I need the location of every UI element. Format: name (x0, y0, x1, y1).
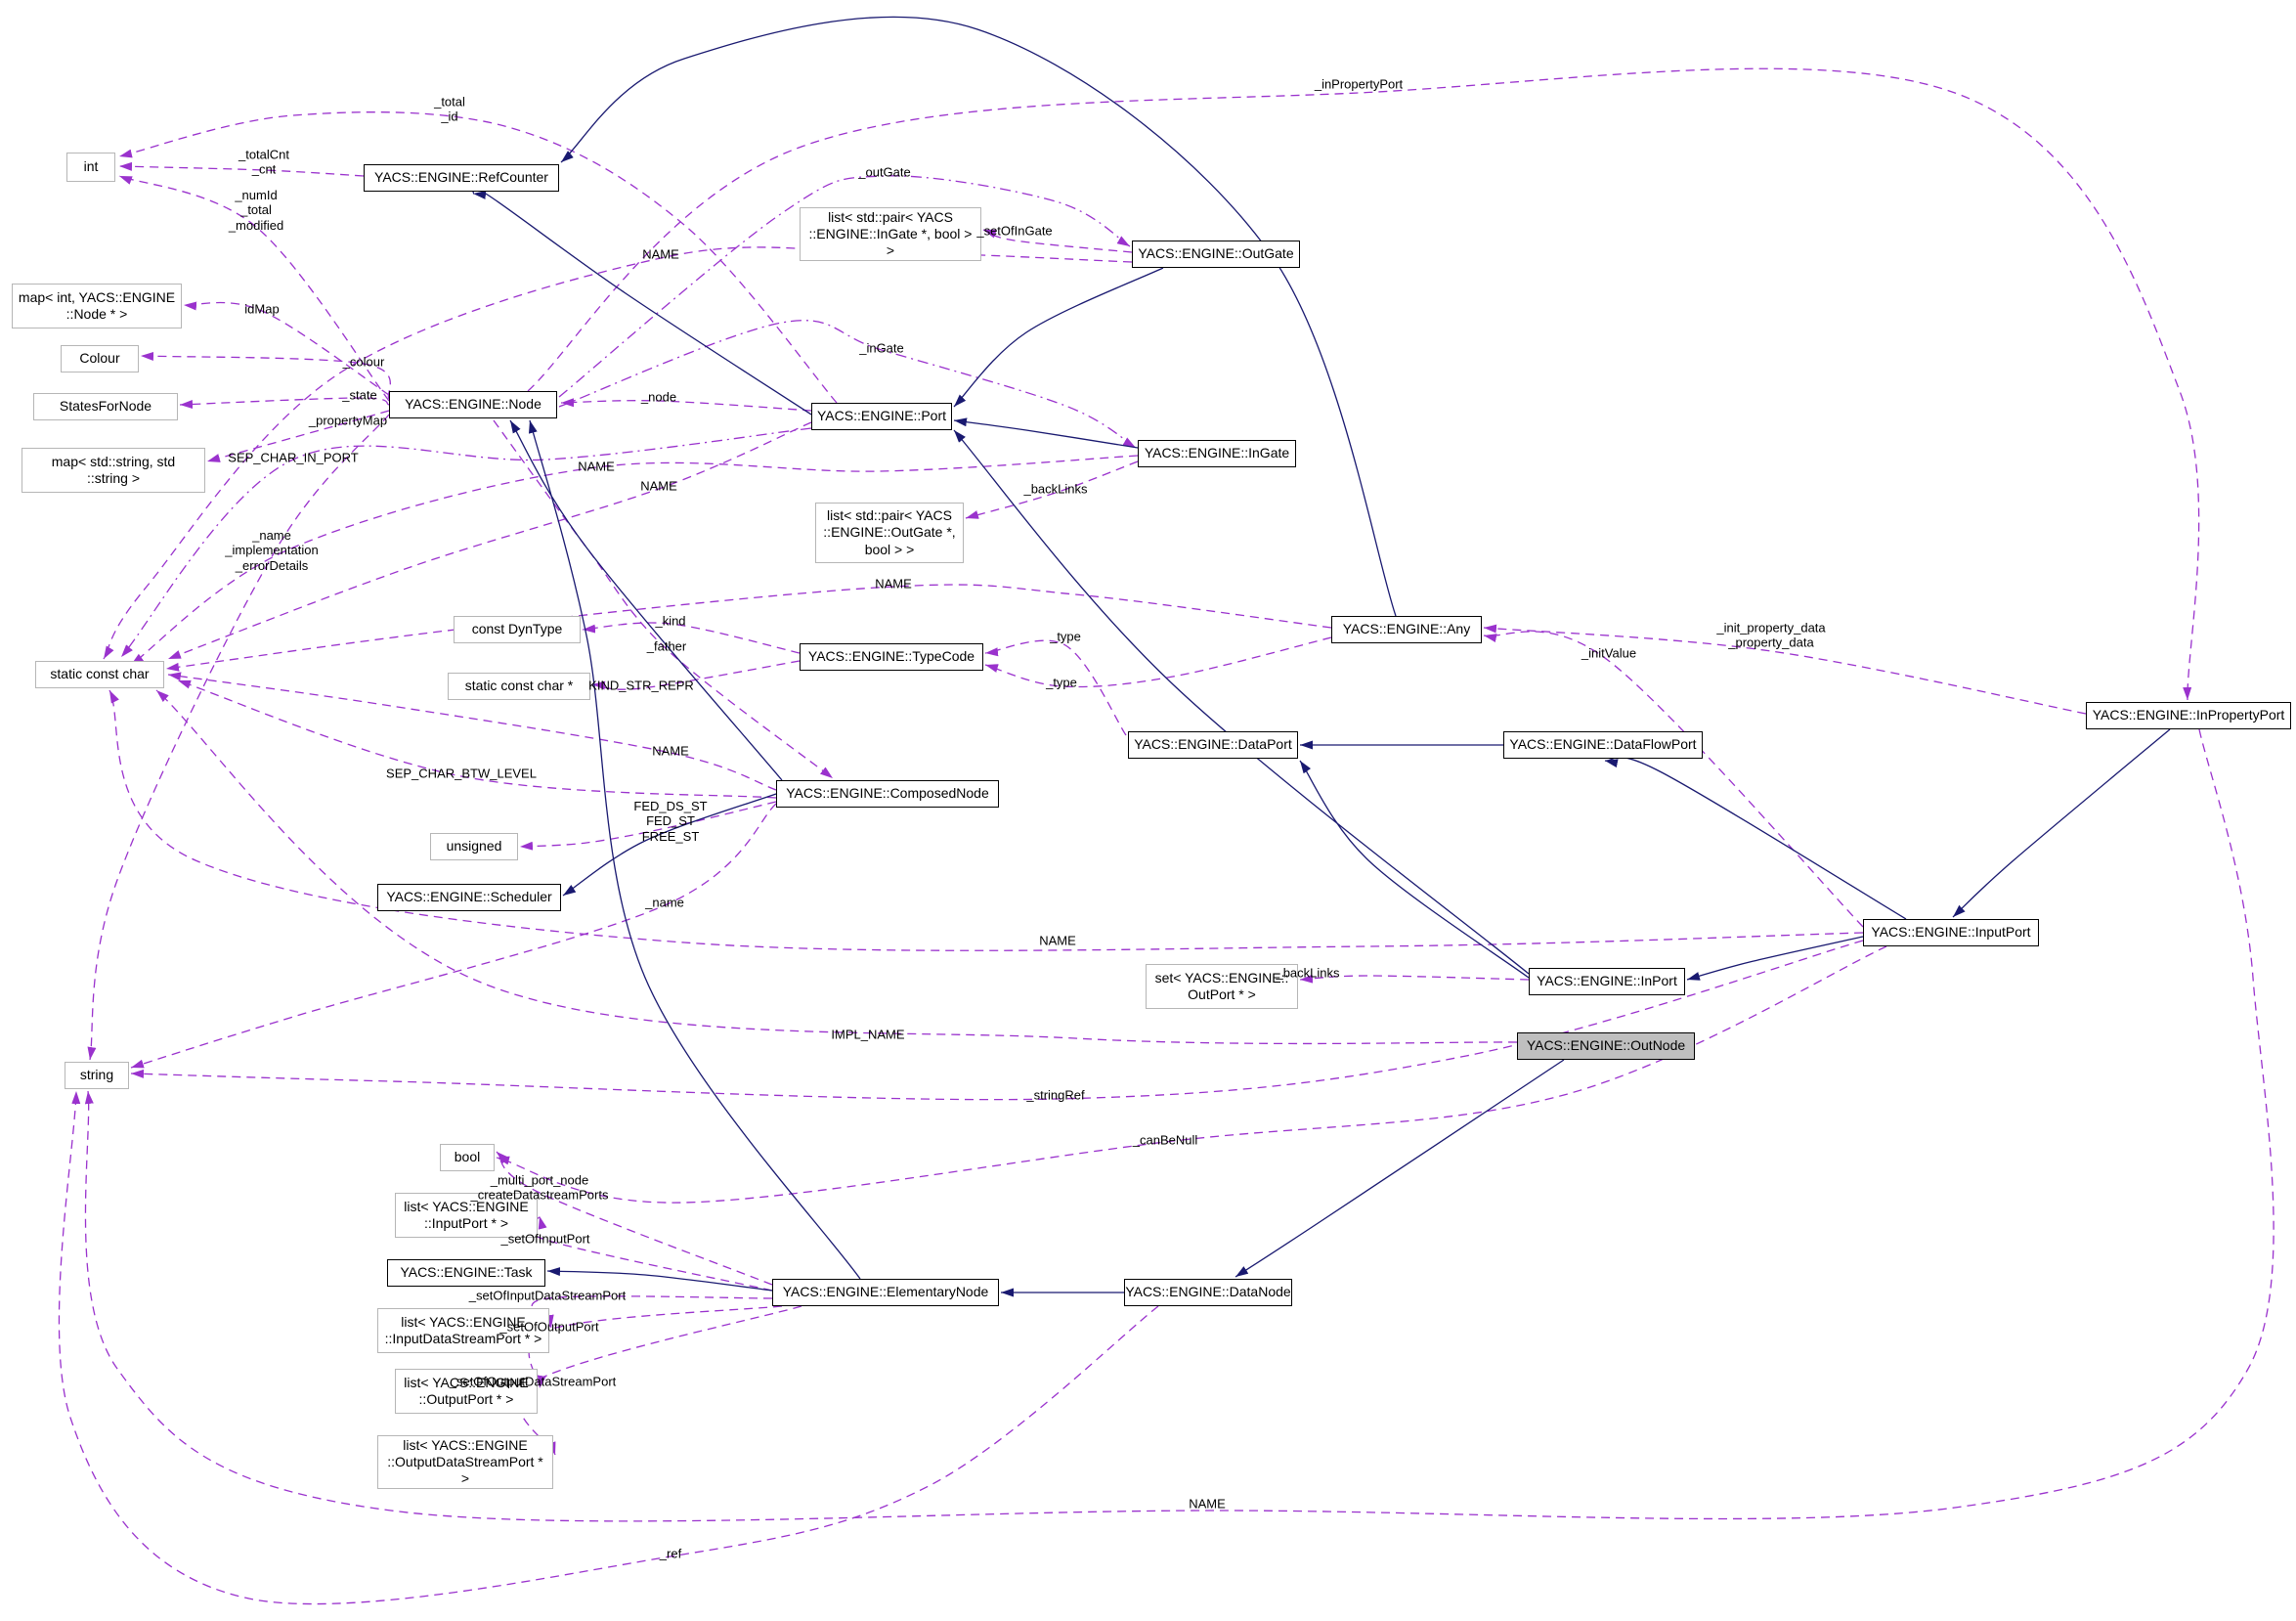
class-box-port[interactable]: YACS::ENGINE::Port (811, 403, 952, 430)
edge-composednode-to-string (130, 803, 777, 1069)
class-box-any[interactable]: YACS::ENGINE::Any (1331, 616, 1482, 643)
edge-outnode-to-datanode (1235, 1059, 1565, 1278)
edge-node-to-inpropertyport (527, 67, 2200, 701)
class-box-static-const-char: static const char (35, 661, 164, 688)
edge-node-to-map-string-string (206, 410, 390, 462)
class-box-scheduler[interactable]: YACS::ENGINE::Scheduler (377, 884, 561, 911)
edge-port-to-int (118, 111, 838, 404)
edge-elementarynode-to-task (546, 1267, 773, 1292)
class-box-list-pair-outgate: list< std::pair< YACS ::ENGINE::OutGate … (815, 503, 964, 563)
edge-elementarynode-to-list-inputdatastreamport (531, 1295, 773, 1329)
class-box-datanode[interactable]: YACS::ENGINE::DataNode (1124, 1279, 1292, 1306)
edge-ingate-to-static-const-char (130, 455, 1139, 666)
edge-inputport-to-dataflowport (1604, 756, 1907, 920)
edge-inport-to-dataport (1299, 760, 1530, 979)
edge-node-to-composednode (493, 419, 834, 779)
class-box-map-int-node: map< int, YACS::ENGINE ::Node * > (12, 284, 182, 329)
edge-node-to-map-int-node (183, 301, 390, 396)
edge-inputport-to-string (130, 940, 1864, 1101)
class-box-outnode[interactable]: YACS::ENGINE::OutNode (1517, 1032, 1695, 1060)
edge-typecode-to-static-const-char-star (591, 660, 801, 690)
edge-composednode-to-node (509, 419, 783, 781)
edge-composednode-to-static-const-char (167, 672, 777, 791)
class-box-bool: bool (440, 1144, 495, 1171)
edge-port-to-static-const-char (167, 421, 812, 660)
class-box-map-string-string: map< std::string, std ::string > (22, 448, 205, 493)
class-box-inport[interactable]: YACS::ENGINE::InPort (1529, 968, 1685, 995)
edge-inpropertyport-to-any (1483, 624, 2087, 715)
edge-elementarynode-to-bool (496, 1151, 773, 1286)
edge-inpropertyport-to-string (84, 728, 2274, 1522)
edge-elementarynode-to-list-inputport (526, 1215, 773, 1292)
class-box-dataport[interactable]: YACS::ENGINE::DataPort (1128, 731, 1298, 759)
edge-node-to-string (87, 414, 390, 1061)
edge-elementarynode-to-list-outputdatastreamport (517, 1305, 802, 1456)
edge-outgate-to-port (953, 267, 1164, 408)
class-box-list-inputdatastreamport: list< YACS::ENGINE ::InputDataStreamPort… (377, 1308, 549, 1353)
class-box-const-dyntype: const DynType (454, 616, 581, 643)
class-box-elementarynode[interactable]: YACS::ENGINE::ElementaryNode (772, 1279, 999, 1306)
edge-node-to-ingate (558, 320, 1137, 449)
class-box-colour: Colour (61, 345, 139, 372)
edge-inputport-to-inport (1686, 936, 1864, 981)
edge-inport-to-port (953, 429, 1530, 975)
class-box-task[interactable]: YACS::ENGINE::Task (387, 1259, 545, 1287)
edge-outgate-to-static-const-char (103, 246, 1133, 660)
class-box-inputport[interactable]: YACS::ENGINE::InputPort (1863, 919, 2039, 946)
class-box-outgate[interactable]: YACS::ENGINE::OutGate (1132, 241, 1300, 268)
class-box-list-inputport: list< YACS::ENGINE ::InputPort * > (395, 1193, 538, 1238)
class-box-typecode[interactable]: YACS::ENGINE::TypeCode (800, 643, 983, 671)
class-box-int: int (66, 153, 115, 182)
class-box-inpropertyport[interactable]: YACS::ENGINE::InPropertyPort (2086, 702, 2291, 729)
class-box-list-pair-ingate: list< std::pair< YACS ::ENGINE::InGate *… (800, 207, 981, 262)
edge-typecode-to-const-dyntype (582, 622, 801, 654)
class-box-statesfornode: StatesForNode (33, 393, 178, 420)
edge-port-to-refcounter (471, 187, 812, 416)
edge-elementarynode-to-list-outputport (528, 1305, 783, 1389)
class-box-set-outport: set< YACS::ENGINE:: OutPort * > (1146, 964, 1298, 1009)
edges-group (58, 16, 2274, 1605)
edge-composednode-to-static-const-char (177, 679, 777, 799)
edge-node-to-colour (140, 351, 391, 400)
edge-ingate-to-port (953, 417, 1139, 449)
edge-ingate-to-list-pair-outgate (965, 460, 1139, 519)
class-box-unsigned: unsigned (430, 833, 518, 860)
edge-inputport-to-any (1483, 631, 1864, 928)
edge-outgate-to-list-pair-ingate (982, 229, 1133, 253)
class-box-list-outputdatastreamport: list< YACS::ENGINE ::OutputDataStreamPor… (377, 1435, 553, 1490)
class-box-node[interactable]: YACS::ENGINE::Node (389, 391, 557, 418)
edge-composednode-to-scheduler (562, 793, 777, 897)
edge-inpropertyport-to-inputport (1952, 728, 2171, 918)
edge-outnode-to-static-const-char (155, 689, 1518, 1045)
class-box-list-outputport: list< YACS::ENGINE ::OutputPort * > (395, 1369, 538, 1414)
edge-elementarynode-to-node (528, 419, 861, 1280)
class-box-string: string (65, 1062, 129, 1089)
edge-inport-to-set-outport (1299, 974, 1530, 984)
class-box-composednode[interactable]: YACS::ENGINE::ComposedNode (776, 780, 999, 808)
class-box-ingate[interactable]: YACS::ENGINE::InGate (1138, 440, 1296, 467)
edge-port-to-node (560, 398, 812, 412)
edge-datanode-to-string (58, 1090, 1159, 1605)
edge-refcounter-to-int (118, 161, 365, 177)
edge-any-to-typecode (984, 636, 1332, 688)
edge-composednode-to-unsigned (519, 801, 777, 851)
class-box-dataflowport[interactable]: YACS::ENGINE::DataFlowPort (1503, 731, 1703, 759)
edge-port-to-static-const-char (120, 427, 812, 658)
class-box-static-const-char-star: static const char * (448, 673, 590, 700)
edge-dataport-to-typecode (984, 639, 1127, 736)
edge-node-to-outgate (558, 175, 1131, 398)
edge-inputport-to-static-const-char (108, 689, 1864, 951)
class-box-refcounter[interactable]: YACS::ENGINE::RefCounter (364, 164, 559, 192)
edge-node-to-int (118, 175, 390, 402)
edge-any-to-refcounter (560, 16, 1397, 617)
edge-any-to-static-const-char (165, 584, 1332, 672)
edge-node-to-statesfornode (179, 397, 390, 409)
